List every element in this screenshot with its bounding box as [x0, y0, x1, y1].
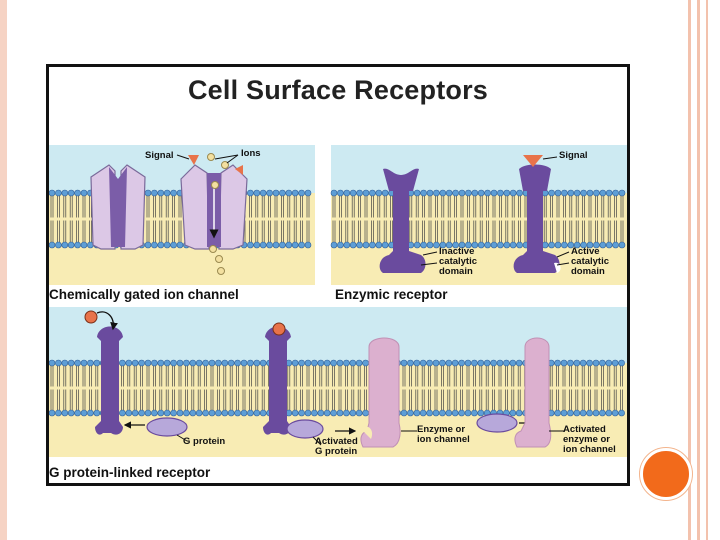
signal-molecule-icon	[188, 155, 243, 175]
activated-enzyme-label: Activated enzyme or ion channel	[563, 424, 616, 455]
receptor-unbound	[84, 310, 123, 435]
closed-ion-channel	[90, 164, 146, 250]
label-pointer-lines	[176, 154, 239, 164]
ion-channel-panel	[49, 145, 315, 285]
signal-label: Signal	[559, 150, 588, 161]
g-protein-caption: G protein-linked receptor	[49, 465, 211, 480]
active-enzymic-receptor	[513, 155, 561, 273]
lipid-bilayer	[49, 359, 625, 417]
right-border-rule	[697, 0, 700, 540]
ion-channel-caption: Chemically gated ion channel	[49, 287, 239, 302]
right-border-rule	[706, 0, 708, 540]
diagram-canvas	[49, 145, 627, 457]
inactive-domain-label: Inactive catalytic domain	[439, 246, 478, 277]
enzymic-panel	[330, 145, 627, 285]
left-border-rule	[0, 0, 7, 540]
signal-label: Signal	[145, 150, 174, 161]
enzyme-or-ion-channel-activated	[514, 337, 565, 448]
ion-particles	[207, 153, 229, 275]
g-protein-label: G protein	[183, 436, 226, 447]
active-domain-label: Active catalytic domain	[571, 246, 610, 277]
activated-g-protein-label: Activated G protein	[315, 436, 358, 457]
figure-title: Cell Surface Receptors	[187, 75, 489, 105]
enzyme-or-channel-label: Enzyme or ion channel	[417, 424, 470, 445]
receptor-bound	[263, 322, 291, 435]
enzyme-or-ion-channel-inactive	[335, 337, 417, 448]
enzymic-caption: Enzymic receptor	[335, 287, 448, 302]
slide-accent-circle	[640, 448, 692, 500]
right-border-rule	[688, 0, 691, 540]
inactive-enzymic-receptor	[379, 168, 426, 273]
open-ion-channel	[180, 164, 248, 250]
g-protein-activated	[286, 419, 324, 446]
enzymic-pointer-lines	[420, 156, 570, 266]
g-protein-inactive	[123, 417, 188, 442]
receptor-diagram: Cell Surface Receptors Chemically gated …	[46, 64, 630, 486]
ions-label: Ions	[241, 148, 261, 159]
